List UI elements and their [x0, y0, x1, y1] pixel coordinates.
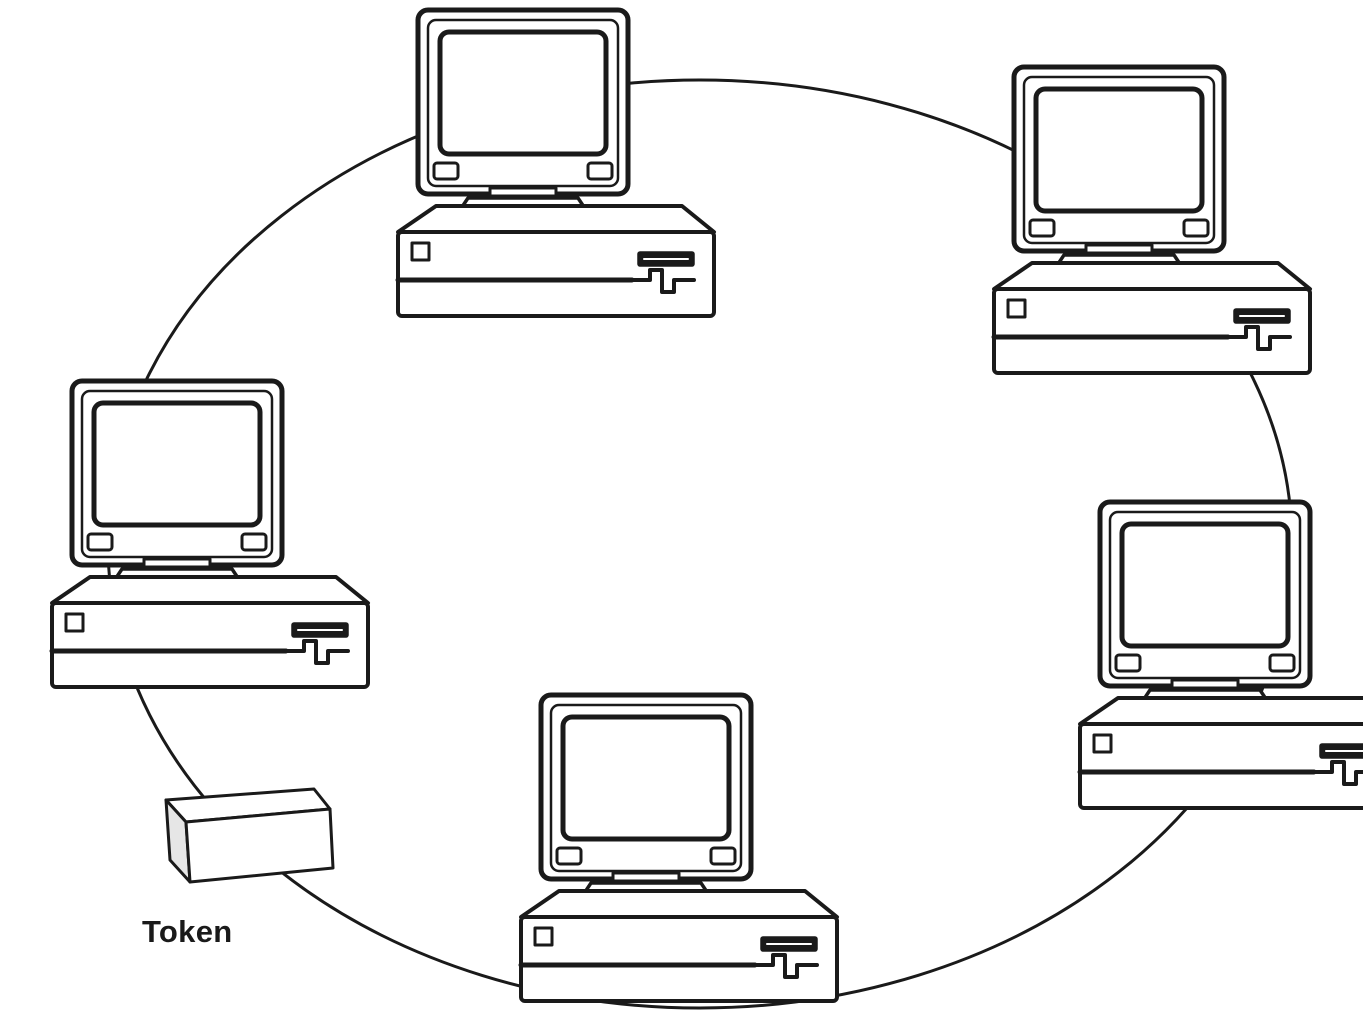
- computer-top-right: [994, 67, 1310, 373]
- computer-right: [1080, 502, 1363, 808]
- token-label: Token: [142, 914, 233, 949]
- computer-left: [52, 381, 368, 687]
- computer-top: [398, 10, 714, 316]
- computer-bottom: [521, 695, 837, 1001]
- token-box: [164, 787, 335, 884]
